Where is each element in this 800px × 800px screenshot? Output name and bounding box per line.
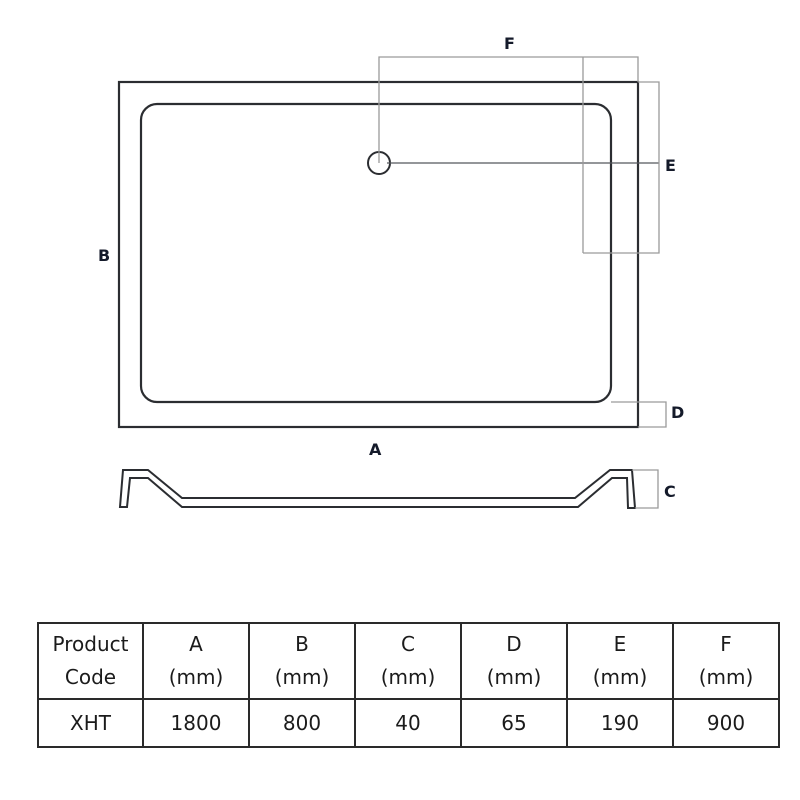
header-e: E (mm): [566, 622, 674, 700]
table-header-row: Product Code A (mm) B (mm) C (mm) D (mm)…: [37, 622, 780, 700]
label-a: A: [369, 440, 382, 459]
label-e: E: [665, 156, 676, 175]
dimension-c-bracket: [632, 469, 659, 509]
profile-view: C: [118, 469, 676, 509]
label-f: F: [504, 34, 515, 53]
dimensions-table: Product Code A (mm) B (mm) C (mm) D (mm)…: [37, 622, 780, 748]
header-d: D (mm): [460, 622, 568, 700]
header-c: C (mm): [354, 622, 462, 700]
tray-inner-basin: [139, 102, 613, 404]
table-row: XHT 1800 800 40 65 190 900: [37, 698, 780, 748]
shower-tray-drawing: F E B D A C: [98, 34, 684, 509]
label-c: C: [664, 482, 676, 501]
header-b: B (mm): [248, 622, 356, 700]
label-d: D: [671, 403, 684, 422]
dimension-f-line: [378, 56, 639, 163]
plan-view: F E B D A: [98, 34, 684, 459]
label-b: B: [98, 246, 110, 265]
cell-f: 900: [672, 698, 780, 748]
cell-e: 190: [566, 698, 674, 748]
header-product-code: Product Code: [37, 622, 144, 700]
tray-profile-outline: [118, 469, 637, 509]
dimension-e-bracket: [583, 81, 660, 254]
dimension-d-bracket: [611, 401, 667, 428]
cell-a: 1800: [142, 698, 250, 748]
header-f: F (mm): [672, 622, 780, 700]
header-a: A (mm): [142, 622, 250, 700]
cell-b: 800: [248, 698, 356, 748]
cell-c: 40: [354, 698, 462, 748]
cell-product-code: XHT: [37, 698, 144, 748]
cell-d: 65: [460, 698, 568, 748]
